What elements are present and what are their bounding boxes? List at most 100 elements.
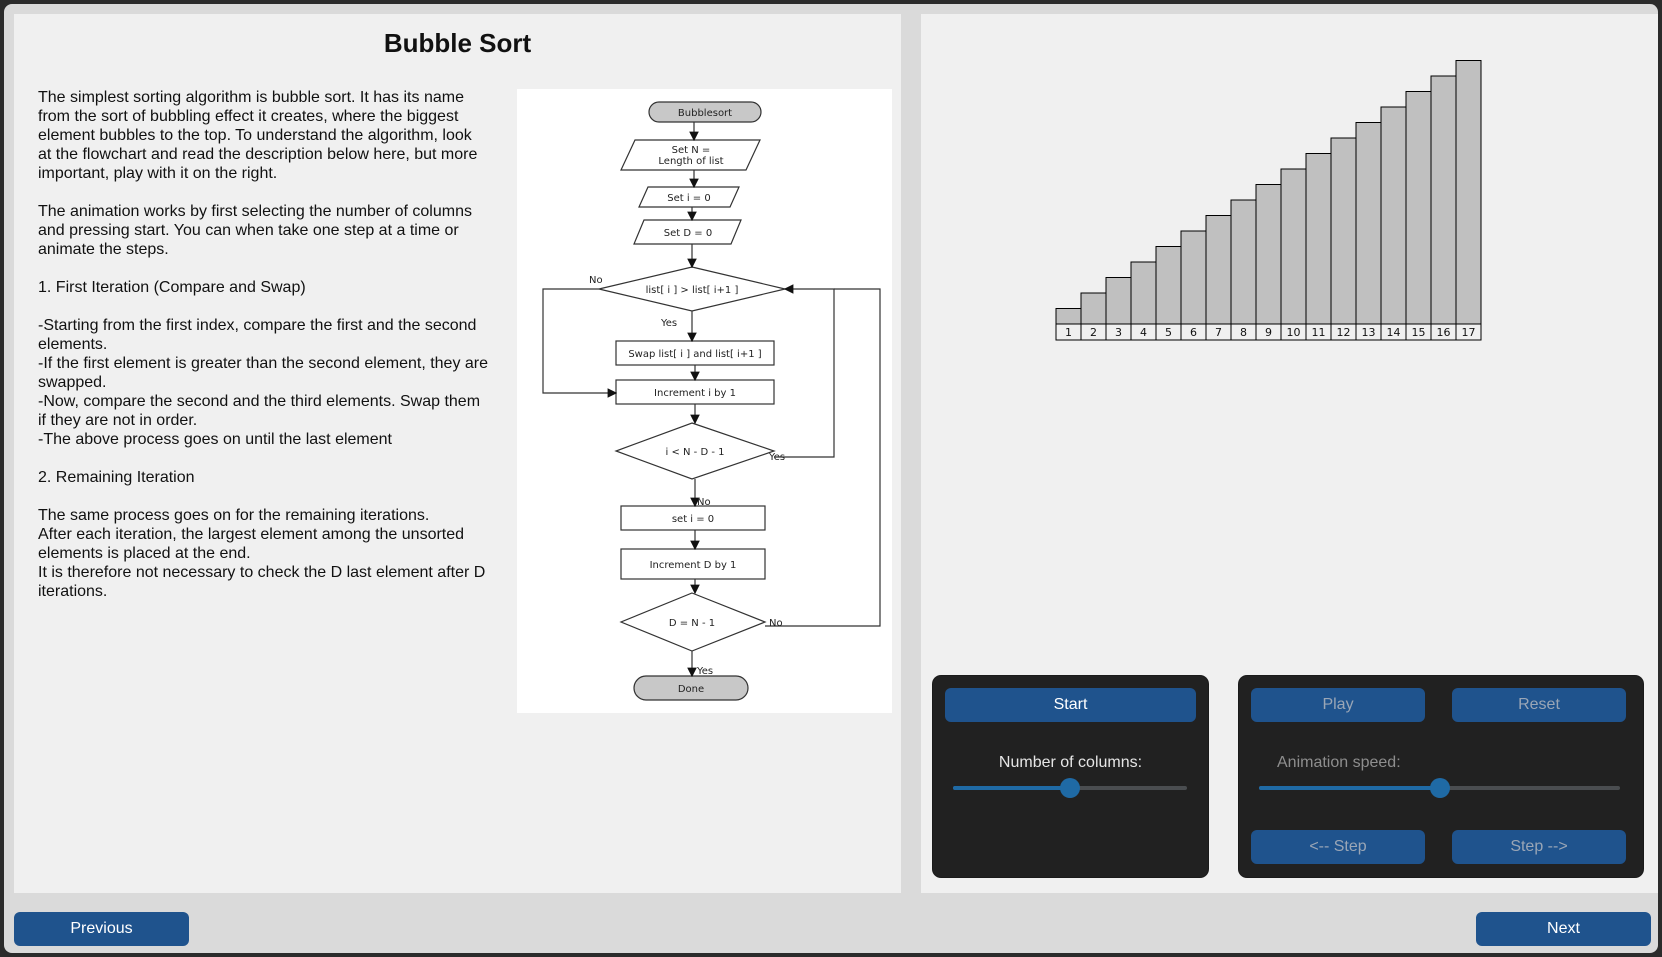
flow-done-text: Done [678,684,704,695]
flow-increment-i-text: Increment i by 1 [654,388,736,399]
start-button[interactable]: Start [945,688,1196,722]
flow-set-n-node [620,139,761,171]
chart-tick-label: 10 [1287,326,1301,339]
flow-increment-d-text: Increment D by 1 [650,560,737,571]
flow-start-node [648,101,762,123]
step-back-button[interactable]: <-- Step [1251,830,1425,864]
description-paragraph: 2. Remaining Iteration [38,469,195,486]
flow-swap-text: Swap list[ i ] and list[ i+1 ] [628,349,761,360]
flow-set-n-text-1: Set N = [672,145,711,156]
flow-increment-d-node [620,548,766,580]
chart-bar [1405,91,1432,325]
flow-label-yes-check-i: Yes [768,452,785,463]
flowchart-diagram: Bubblesort Set N = Length of list Set i … [542,101,881,701]
flow-check-d-text: D = N - 1 [669,618,715,629]
description-paragraph [38,297,488,316]
step-forward-button[interactable]: Step --> [1452,830,1626,864]
columns-label: Number of columns: [998,754,1143,771]
chart-bar [1205,215,1232,325]
chart-tick-label: 7 [1215,326,1222,339]
description-paragraph: The animation works by first selecting t… [38,203,472,258]
description-paragraph [38,183,488,202]
flow-start-text: Bubblesort [678,108,732,119]
speed-slider-knob[interactable] [1429,778,1450,798]
animation-controls: Play Reset Animation speed: <-- Step Ste… [1239,676,1643,877]
flow-set-d-node [633,219,742,245]
chart-tick-label: 12 [1337,326,1351,339]
page-title: Bubble Sort [383,28,532,58]
flow-check-i-text: i < N - D - 1 [666,447,725,458]
columns-slider-fill [953,786,1070,790]
chart-tick-label: 1 [1065,326,1072,339]
flow-reset-i-text: set i = 0 [672,514,714,525]
speed-slider[interactable] [1259,778,1620,798]
chart-bar [1380,106,1407,325]
description-paragraph: After each iteration, the largest elemen… [38,526,465,562]
description-paragraph [38,259,488,278]
reset-button[interactable]: Reset [1452,688,1626,722]
chart-tick-label: 13 [1362,326,1376,339]
chart-tick-label: 17 [1462,326,1476,339]
next-button[interactable]: Next [1476,912,1651,946]
chart-bar [1430,75,1457,325]
flow-reset-i-node [620,505,766,531]
chart-tick-label: 6 [1190,326,1197,339]
flow-label-yes-check-d: Yes [696,666,713,677]
chart-bar [1130,261,1157,325]
chart-bar [1180,230,1207,325]
columns-slider[interactable] [953,778,1187,798]
flow-label-yes-compare: Yes [660,318,677,329]
chart-tick-label: 11 [1312,326,1326,339]
chart-bar [1305,153,1332,325]
chart-bar [1155,246,1182,325]
chart-tick-label: 16 [1437,326,1451,339]
chart-tick-label: 3 [1115,326,1122,339]
flow-set-d-text: Set D = 0 [664,228,712,239]
flow-label-no-compare: No [589,275,603,286]
speed-label: Animation speed: [1277,754,1401,771]
flow-set-i-node [638,186,740,208]
description-panel: Bubble Sort The simplest sorting algorit… [14,14,901,893]
chart-bar [1230,199,1257,325]
previous-button[interactable]: Previous [14,912,189,946]
description-paragraph: -The above process goes on until the las… [38,431,392,448]
chart-bar [1105,277,1132,325]
chart-tick-label: 9 [1265,326,1272,339]
flow-set-n-text-2: Length of list [658,156,723,167]
chart-bar [1080,292,1107,325]
chart-bar [1255,184,1282,325]
description-paragraph: -If the first element is greater than th… [38,355,489,391]
description-paragraph: -Starting from the first index, compare … [38,317,477,353]
flow-set-i-text: Set i = 0 [667,193,710,204]
chart-bar [1055,308,1082,325]
speed-slider-fill [1259,786,1440,790]
app-window: Bubble Sort The simplest sorting algorit… [4,4,1658,953]
chart-bar [1355,122,1382,325]
chart-tick-label: 15 [1412,326,1426,339]
description-paragraph [38,449,488,468]
chart-label-cell [1455,323,1482,341]
chart-bar [1280,168,1307,325]
columns-slider-knob[interactable] [1060,778,1080,798]
chart-bar [1455,60,1482,325]
description-paragraph: 1. First Iteration (Compare and Swap) [38,279,306,296]
flow-compare-text: list[ i ] > list[ i+1 ] [646,285,739,296]
flow-label-no-check-i: No [697,497,711,508]
chart-bar [1330,137,1357,325]
setup-controls: Start Number of columns: [933,676,1208,877]
play-button[interactable]: Play [1251,688,1425,722]
chart-tick-label: 2 [1090,326,1097,339]
chart-tick-label: 8 [1240,326,1247,339]
flow-label-no-check-d: No [769,618,783,629]
description-paragraph: The simplest sorting algorithm is bubble… [38,89,478,182]
chart-tick-label: 14 [1387,326,1401,339]
chart-tick-label: 4 [1140,326,1147,339]
description-paragraph: The same process goes on for the remaini… [38,507,430,524]
chart-tick-label: 5 [1165,326,1172,339]
description-paragraph [38,487,488,506]
description-text: The simplest sorting algorithm is bubble… [38,88,488,601]
flowchart-image: Bubblesort Set N = Length of list Set i … [517,89,892,713]
